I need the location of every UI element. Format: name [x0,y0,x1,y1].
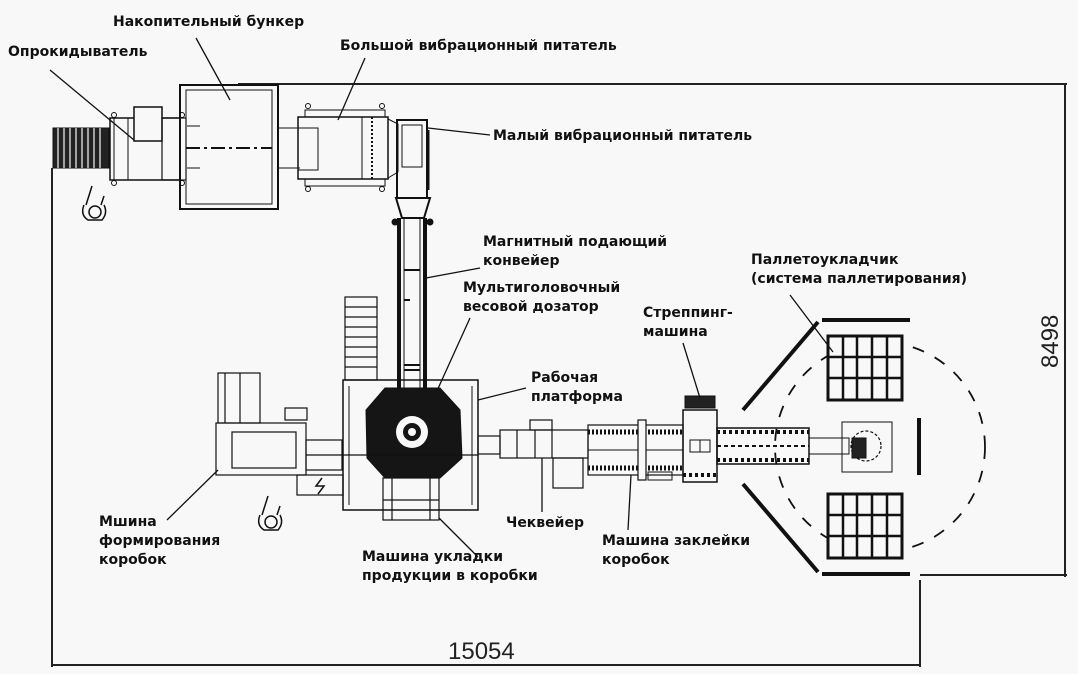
label-line: Машина укладки [362,549,503,565]
small-vibration-feeder [396,119,430,199]
label-strapping-machine: Стреппинг- машина [643,304,733,342]
label-line: Паллетоукладчик [751,252,899,268]
magnetic-conveyor [391,197,434,388]
palletizer-infeed-conveyor [716,427,850,465]
label-line: Магнитный подающий [483,234,668,250]
box-forming-machine [215,372,478,496]
label-tipper: Опрокидыватель [8,44,148,60]
label-multihead-weigher: Мультиголовочный весовой дозатор [463,279,620,317]
dimension-width: 15054 [448,638,515,665]
label-box-forming-machine: Мшина формирования коробок [99,513,220,570]
label-palletizer: Паллетоукладчик (система паллетирования) [751,251,967,289]
case-sealing-machine [587,419,684,481]
label-checkweigher: Чеквейер [506,515,584,531]
label-line: Мультиголовочный [463,280,621,296]
label-line: Машина заклейки [602,533,751,549]
operator-icon [81,185,107,221]
dimension-height: 8498 [1037,314,1064,368]
label-small-vibration-feeder: Малый вибрационный питатель [493,128,753,144]
label-line: Рабочая [531,370,599,386]
palletizer [741,318,986,576]
label-line: весовой дозатор [463,299,599,315]
label-large-vibration-feeder: Большой вибрационный питатель [340,38,617,54]
label-line: Стреппинг- [643,305,733,321]
dimension-frame [51,83,1067,667]
label-storage-hopper: Накопительный бункер [113,14,305,30]
label-case-sealing-machine: Машина заклейки коробок [602,532,750,570]
multihead-weigher [365,387,463,479]
label-line: формирования [99,533,221,549]
label-line: продукции в коробки [362,568,538,584]
checkweigher [477,419,589,489]
tipper [52,106,187,186]
label-line: машина [643,324,708,340]
label-line: конвейер [483,253,560,269]
storage-hopper [179,84,300,210]
label-case-packer: Машина укладки продукции в коробки [362,548,538,586]
label-line: коробок [99,552,167,568]
label-line: платформа [531,389,623,405]
operator-icon [257,495,283,531]
label-line: коробок [602,552,670,568]
leader-lines [49,37,834,558]
stairs [344,296,378,381]
strapping-machine [682,395,718,483]
label-magnetic-conveyor: Магнитный подающий конвейер [483,233,667,271]
label-working-platform: Рабочая платформа [531,369,623,407]
large-vibration-feeder [297,103,399,192]
label-line: (система паллетирования) [751,271,968,287]
label-line: Мшина [99,514,157,530]
case-packer [382,477,440,521]
